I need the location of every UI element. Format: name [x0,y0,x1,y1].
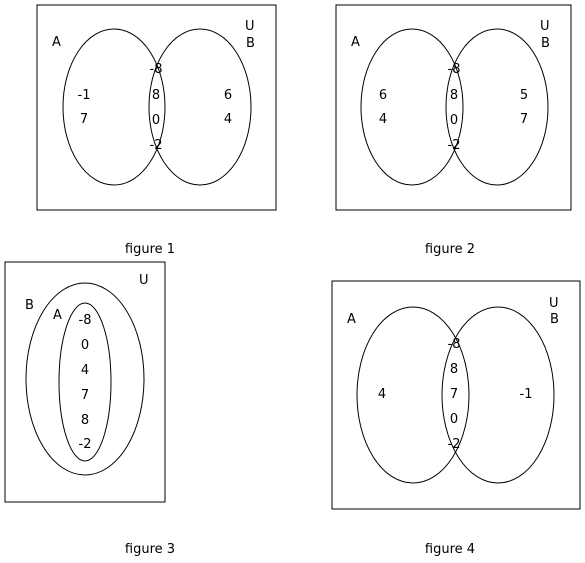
figure-3-set-a-element: 7 [81,388,89,403]
figure-4-intersection-element: -2 [448,437,461,452]
figure-4: A U B 4 -8 8 7 0 -2 -1 figure 4 [331,280,581,557]
figure-1-intersection-element: 8 [152,88,160,103]
figure-2-only-a-element: 6 [379,88,387,103]
figure-4-intersection-element: 8 [450,362,458,377]
figure-2-set-a-ellipse [360,28,464,186]
figure-3-set-b-ellipse [25,282,145,476]
figure-4-set-a-label: A [347,312,356,327]
figure-1-intersection-element: 0 [152,113,160,128]
figure-3-caption: figure 3 [125,542,175,557]
figure-2-caption: figure 2 [425,242,475,257]
figure-3-set-a-ellipse [58,302,112,462]
figure-2-intersection-element: -2 [448,138,461,153]
figure-1-universe-box [36,4,277,211]
figure-2: A U B 6 4 -8 8 0 -2 5 7 figure 2 [335,4,572,257]
figure-2-set-a-label: A [351,35,360,50]
figure-4-only-a-element: 4 [378,387,386,402]
figure-2-only-b-element: 5 [520,88,528,103]
figure-1-set-b-label: B [246,36,255,51]
figure-3: U B A -8 0 4 7 8 -2 figure 3 [4,261,175,557]
figure-1-only-a-element: -1 [78,88,91,103]
figure-4-set-a-ellipse [356,306,470,484]
figure-3-set-a-element: 8 [81,413,89,428]
figure-2-universe-label: U [540,19,550,34]
figure-4-caption: figure 4 [425,542,475,557]
figure-2-set-b-ellipse [445,28,549,186]
figure-2-intersection-element: -8 [448,62,461,77]
figure-1-only-b-element: 6 [224,88,232,103]
figure-2-intersection-element: 0 [450,113,458,128]
figure-1-set-b-ellipse [148,28,252,186]
figure-1-set-a-label: A [52,35,61,50]
figure-4-intersection-element: 7 [450,387,458,402]
figure-3-universe-label: U [139,273,149,288]
figure-1-set-a-ellipse [62,28,166,186]
figure-4-intersection-element: -8 [448,337,461,352]
figure-2-only-b-element: 7 [520,112,528,127]
figure-4-only-b-element: -1 [520,387,533,402]
figure-1-only-a-element: 7 [80,112,88,127]
figure-2-intersection-element: 8 [450,88,458,103]
figure-4-set-b-ellipse [441,306,555,484]
figure-3-set-a-element: 0 [81,338,89,353]
figure-1-universe-label: U [245,19,255,34]
figure-2-only-a-element: 4 [379,112,387,127]
figure-4-universe-label: U [549,296,559,311]
figure-4-intersection-element: 0 [450,412,458,427]
figure-1-only-b-element: 4 [224,112,232,127]
figure-2-universe-box [335,4,572,211]
figure-3-set-b-label: B [25,298,34,313]
figure-3-set-a-element: 4 [81,363,89,378]
figure-1: A U B -1 7 -8 8 0 -2 6 4 figure 1 [36,4,277,257]
figure-3-set-a-element: -2 [79,437,92,452]
figure-1-intersection-element: -8 [150,62,163,77]
figure-3-set-a-label: A [53,308,62,323]
figure-3-universe-box [4,261,166,503]
figure-4-set-b-label: B [550,312,559,327]
figure-2-set-b-label: B [541,36,550,51]
figure-1-intersection-element: -2 [150,138,163,153]
figure-4-universe-box [331,280,581,510]
figure-1-caption: figure 1 [125,242,175,257]
figure-3-set-a-element: -8 [79,313,92,328]
